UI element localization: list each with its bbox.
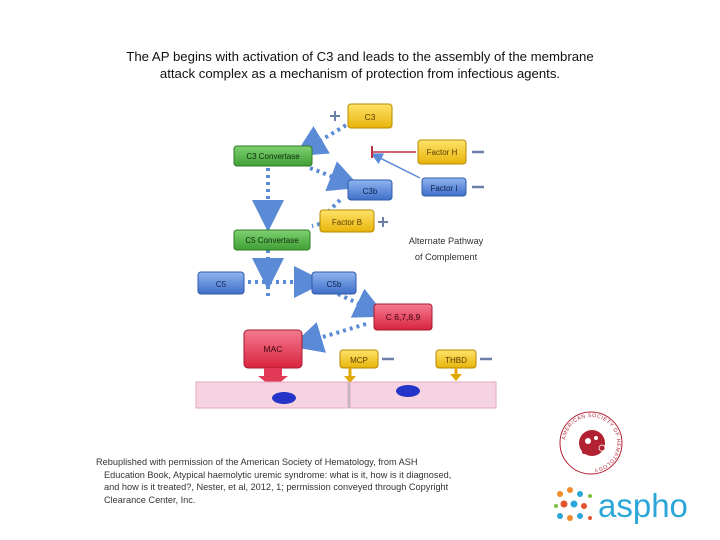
node-c5b: C5b (311, 271, 357, 295)
credit-line-3: and how is it treated?, Nester, et al, 2… (104, 482, 449, 493)
minus-markers (382, 150, 492, 361)
node-c5-convertase: C5 Convertase (233, 229, 311, 251)
node-c5-convertase-label: C5 Convertase (245, 236, 299, 245)
credit-line-2: Education Book, Atypical haemolytic urem… (104, 469, 452, 480)
node-c3-convertase-label: C3 Convertase (246, 152, 300, 161)
node-c3-label: C3 (365, 112, 376, 122)
node-factor-i-label: Factor I (430, 184, 457, 193)
permission-credit: Rebuplished with permission of the Ameri… (96, 456, 496, 506)
credit-line-4: Clearance Center, Inc. (104, 494, 196, 505)
node-thbd-label: THBD (445, 356, 467, 365)
aspho-wordmark: aspho (598, 487, 688, 524)
node-c6789: C 6,7,8,9 (373, 303, 433, 331)
arrow-c6789-to-mac (290, 322, 367, 353)
plus-markers (330, 111, 388, 227)
node-c5-label: C5 (216, 280, 227, 289)
node-mcp-label: MCP (350, 356, 368, 365)
aspho-dots-icon (554, 487, 592, 521)
node-mac-label: MAC (264, 344, 283, 354)
node-factor-b: Factor B (319, 209, 375, 233)
node-factor-b-label: Factor B (332, 218, 362, 227)
node-mcp: MCP (339, 349, 379, 383)
diagram-title: Alternate Pathway of Complement (409, 236, 484, 262)
node-c3b-label: C3b (363, 187, 378, 196)
cell-membrane (195, 381, 497, 409)
node-factor-h-label: Factor H (427, 148, 458, 157)
node-c6789-label: C 6,7,8,9 (386, 312, 421, 322)
node-factor-i: Factor I (421, 177, 467, 197)
node-factor-h: Factor H (417, 139, 467, 165)
node-mac: MAC (243, 329, 303, 388)
ash-logo: AMERICAN SOCIETY OF HEMATOLOGY (559, 411, 623, 475)
arrow-c5b-to-c6789 (337, 288, 387, 318)
diagram-title-line-2: of Complement (415, 252, 478, 262)
cell-nucleus-right (396, 385, 420, 397)
node-c5: C5 (197, 271, 245, 295)
arrow-to-c3b (309, 161, 361, 192)
node-c3-convertase: C3 Convertase (233, 145, 313, 167)
line-factor-i-to-c3-convertase (370, 153, 421, 179)
cell-nucleus-left (272, 392, 296, 404)
node-c3: C3 (347, 103, 393, 129)
caption-line-2: attack complex as a mechanism of protect… (159, 66, 561, 81)
plus-icon-c3 (330, 111, 340, 121)
aspho-logo: aspho (554, 487, 688, 524)
credit-line-1: Rebuplished with permission of the Ameri… (96, 457, 418, 467)
node-c5b-label: C5b (327, 280, 342, 289)
diagram-title-line-1: Alternate Pathway (409, 236, 484, 246)
arrow-factor-b (311, 222, 321, 228)
node-c3b: C3b (347, 179, 393, 201)
plus-icon-factor-b (378, 217, 388, 227)
slide-caption: The AP begins with activation of C3 and … (70, 48, 650, 82)
node-thbd: THBD (435, 349, 477, 381)
caption-line-1: The AP begins with activation of C3 and … (126, 49, 594, 64)
complement-pathway-diagram: C3 Factor H C3 Convertase Factor I C3b F… (195, 103, 497, 409)
